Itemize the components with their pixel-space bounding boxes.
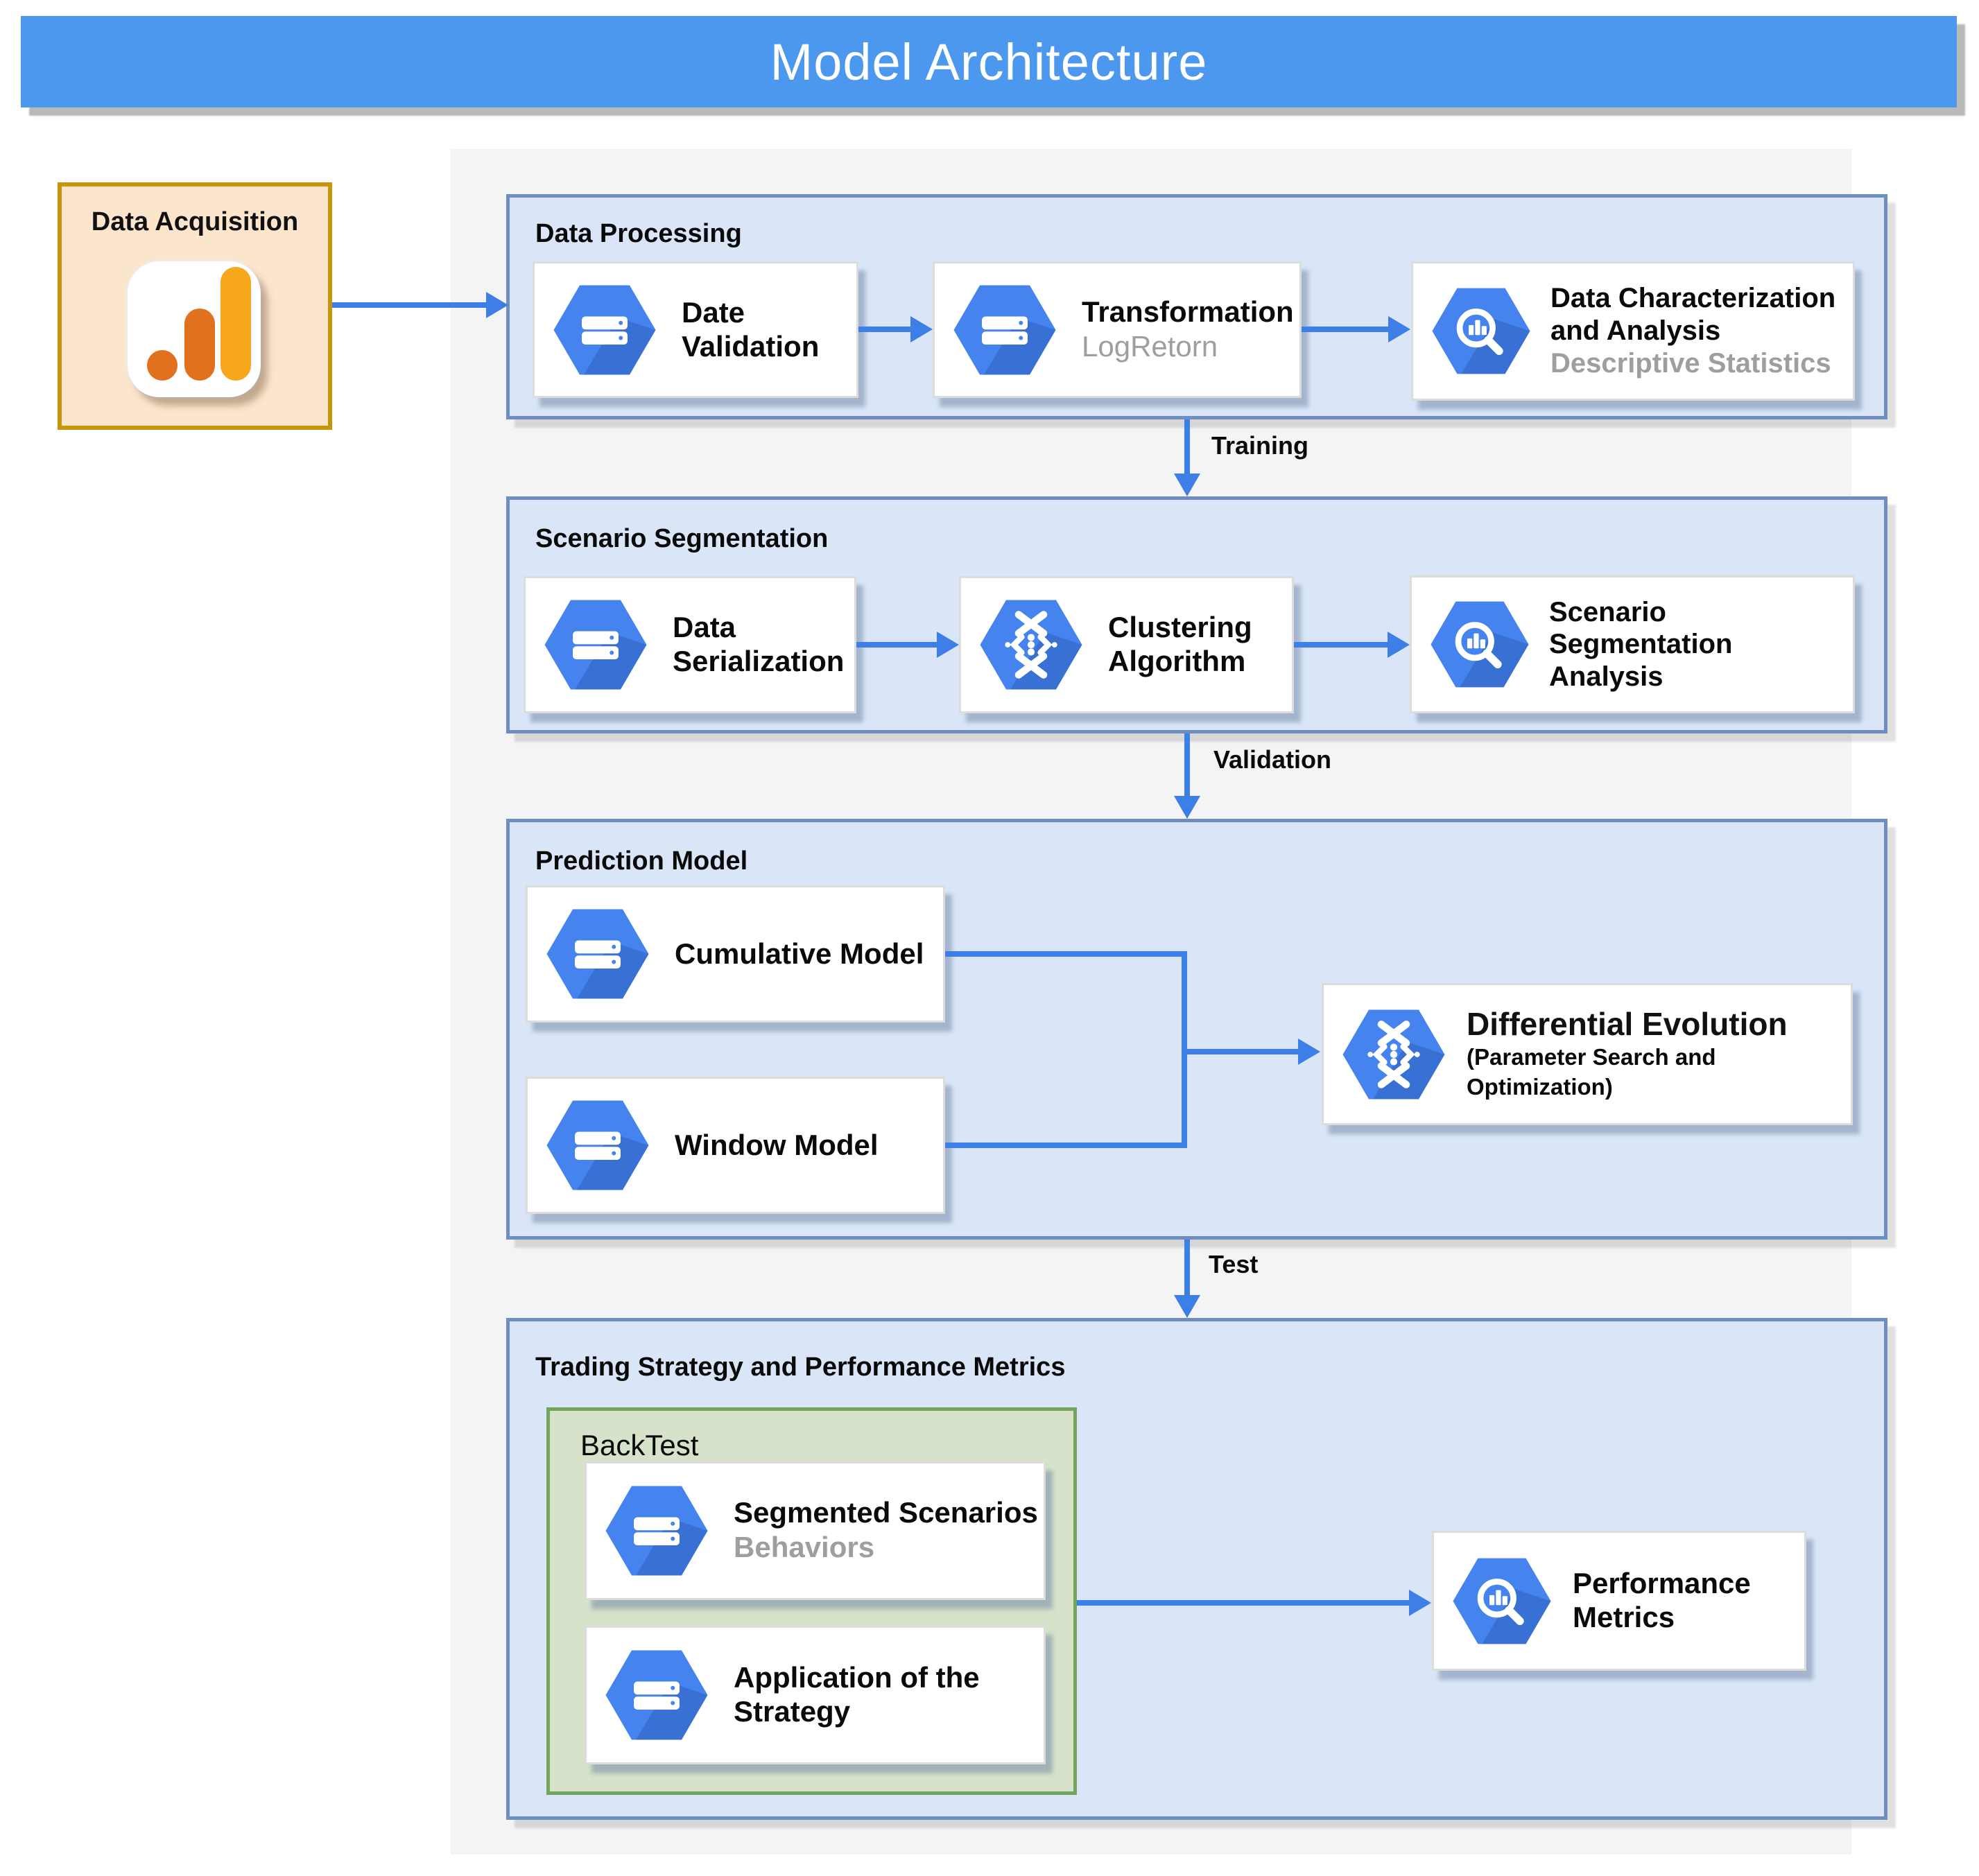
node-differential-evolution: Differential Evolution (Parameter Search… bbox=[1322, 983, 1853, 1125]
node-title: Data Characterization and Analysis bbox=[1550, 283, 1836, 346]
node-scenario-segmentation-analysis: Scenario Segmentation Analysis bbox=[1410, 575, 1855, 713]
section-label-data-processing: Data Processing bbox=[535, 219, 742, 248]
cloud-sql-icon bbox=[546, 908, 650, 1000]
node-title: Differential Evolution bbox=[1467, 1006, 1788, 1043]
connector-serialization-clustering bbox=[856, 642, 938, 648]
node-title: Data Serialization bbox=[673, 611, 845, 677]
cloud-sql-icon bbox=[553, 284, 657, 376]
data-acquisition-label: Data Acquisition bbox=[91, 207, 299, 236]
arrowhead-right-icon bbox=[1388, 632, 1410, 658]
flow-label-test: Test bbox=[1209, 1250, 1259, 1278]
node-title: Performance Metrics bbox=[1573, 1567, 1751, 1633]
node-title: Transformation bbox=[1082, 295, 1294, 328]
connector-validation-transformation bbox=[858, 327, 911, 332]
connector-clustering-analysis bbox=[1294, 642, 1389, 648]
node-subtitle: Descriptive Statistics bbox=[1550, 347, 1831, 379]
node-title: Scenario Segmentation Analysis bbox=[1549, 596, 1733, 692]
arrowhead-right-icon bbox=[1388, 316, 1410, 342]
node-date-validation: Date Validation bbox=[533, 261, 858, 398]
node-title: Cumulative Model bbox=[675, 937, 924, 970]
node-application-of-strategy: Application of the Strategy bbox=[585, 1626, 1046, 1764]
connector-window-junction bbox=[945, 1143, 1187, 1148]
arrowhead-down-icon bbox=[1174, 796, 1200, 819]
analytics-dot bbox=[147, 350, 178, 381]
genomics-icon bbox=[979, 599, 1083, 691]
cloud-sql-icon bbox=[605, 1649, 709, 1741]
backtest-label: BackTest bbox=[580, 1429, 699, 1461]
node-title: Clustering Algorithm bbox=[1108, 611, 1252, 677]
connector-cumulative-junction bbox=[945, 951, 1187, 957]
node-segmented-scenarios: Segmented Scenarios Behaviors bbox=[585, 1461, 1046, 1600]
arrowhead-right-icon bbox=[910, 316, 933, 342]
node-clustering-algorithm: Clustering Algorithm bbox=[959, 576, 1294, 713]
node-transformation: Transformation LogRetorn bbox=[933, 261, 1302, 398]
node-cumulative-model: Cumulative Model bbox=[526, 885, 945, 1023]
cloud-sql-icon bbox=[953, 284, 1057, 376]
genomics-icon bbox=[1342, 1009, 1446, 1100]
analytics-chart-icon bbox=[128, 261, 261, 397]
analytics-bar-medium bbox=[184, 309, 215, 381]
node-title: Segmented Scenarios bbox=[734, 1496, 1038, 1529]
cloud-sql-icon bbox=[544, 599, 648, 691]
node-subtitle: LogRetorn bbox=[1082, 329, 1218, 363]
cloud-sql-icon bbox=[605, 1485, 709, 1577]
node-subtitle: (Parameter Search and Optimization) bbox=[1467, 1044, 1716, 1100]
connector-junction-diffevolution bbox=[1187, 1049, 1299, 1054]
connector-transformation-characterization bbox=[1302, 327, 1389, 332]
node-subtitle: Behaviors bbox=[734, 1531, 875, 1564]
arrowhead-right-icon bbox=[1298, 1039, 1320, 1065]
node-window-model: Window Model bbox=[526, 1077, 945, 1214]
arrowhead-right-icon bbox=[486, 292, 508, 318]
section-label-prediction-model: Prediction Model bbox=[535, 846, 748, 876]
cloud-sql-icon bbox=[546, 1100, 650, 1191]
flow-label-validation: Validation bbox=[1213, 745, 1332, 774]
connector-training bbox=[1184, 419, 1190, 474]
arrowhead-right-icon bbox=[1409, 1590, 1431, 1616]
connector-acquisition-processing bbox=[332, 302, 487, 308]
bigquery-icon bbox=[1430, 600, 1530, 688]
flow-label-training: Training bbox=[1211, 431, 1309, 460]
diagram-title-bar: Model Architecture bbox=[21, 16, 1957, 107]
connector-backtest-performance bbox=[1077, 1600, 1410, 1606]
node-data-characterization: Data Characterization and Analysis Descr… bbox=[1411, 261, 1855, 401]
connector-validation bbox=[1184, 733, 1190, 796]
data-acquisition-node: Data Acquisition bbox=[58, 182, 332, 430]
bigquery-icon bbox=[1431, 287, 1531, 375]
node-title: Date Validation bbox=[682, 295, 820, 363]
connector-test bbox=[1184, 1240, 1190, 1295]
node-title: Window Model bbox=[675, 1128, 879, 1161]
node-title: Application of the Strategy bbox=[734, 1661, 980, 1728]
bigquery-icon bbox=[1452, 1557, 1552, 1645]
node-data-serialization: Data Serialization bbox=[524, 576, 856, 713]
node-performance-metrics: Performance Metrics bbox=[1432, 1531, 1806, 1671]
arrowhead-down-icon bbox=[1174, 1295, 1200, 1318]
arrowhead-right-icon bbox=[937, 632, 959, 658]
arrowhead-down-icon bbox=[1174, 474, 1200, 496]
page-title: Model Architecture bbox=[770, 33, 1208, 91]
connector-junction-vertical bbox=[1182, 951, 1187, 1148]
analytics-bar-tall bbox=[221, 267, 251, 381]
section-label-scenario-segmentation: Scenario Segmentation bbox=[535, 524, 829, 553]
section-label-trading-strategy: Trading Strategy and Performance Metrics bbox=[535, 1353, 1066, 1382]
